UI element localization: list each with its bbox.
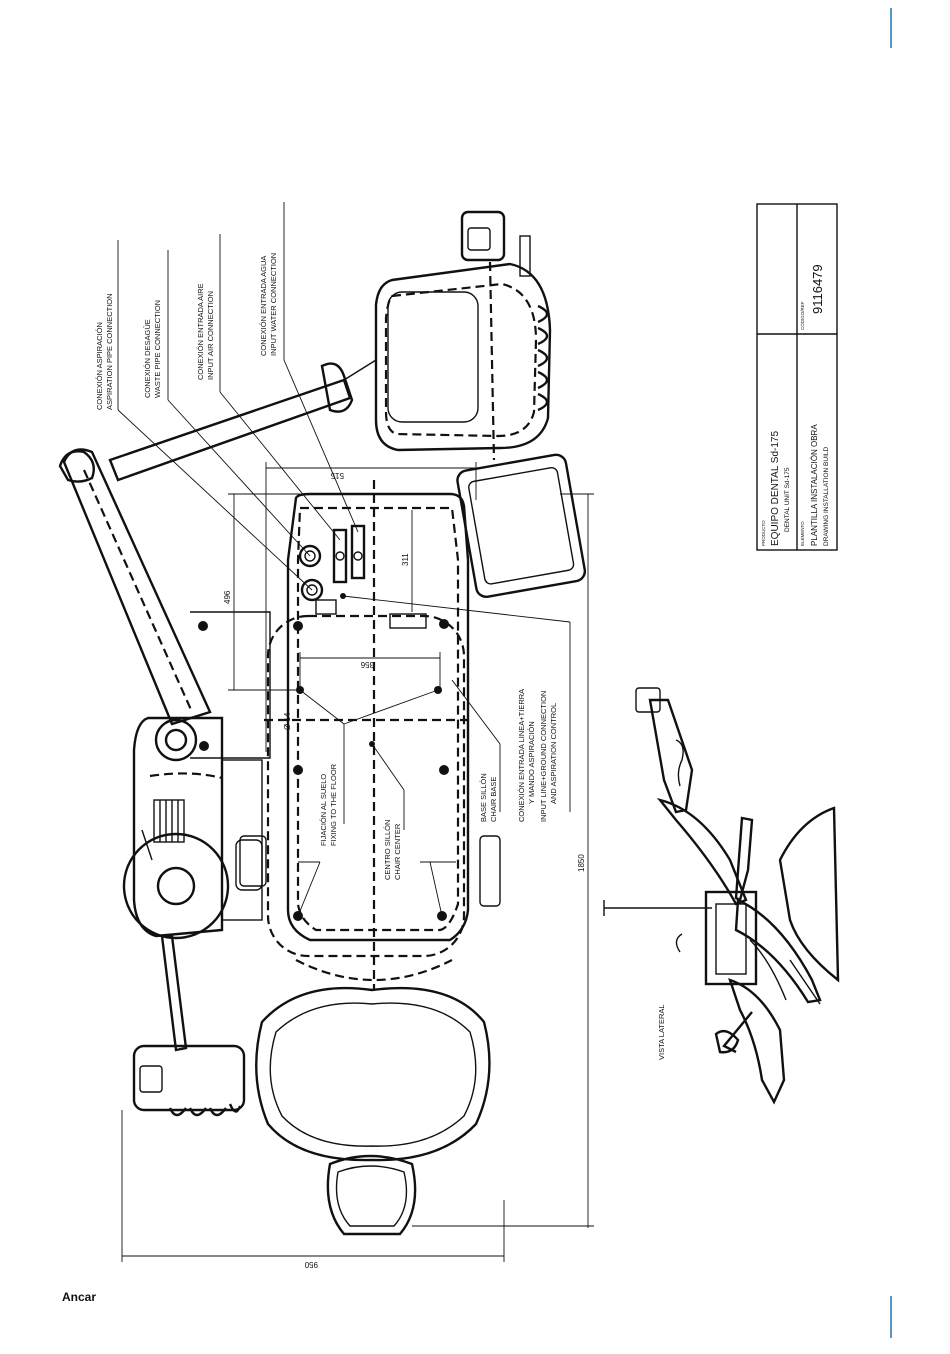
callout-center-es: CENTRO SILLÓN xyxy=(383,820,392,880)
aspiration-pipe-fitting xyxy=(300,578,324,602)
callout-ground-es-2: Y MANDO ASPIRACIÓN xyxy=(527,721,536,804)
chair-body xyxy=(190,492,501,958)
floor-fixings xyxy=(198,619,449,921)
dim-311: 311 xyxy=(401,553,410,566)
articulated-arm xyxy=(58,359,377,762)
side-view: VISTA LATERAL xyxy=(603,687,840,1105)
product-cell: PRODUCTO EQUIPO DENTAL Sd-175 DENTAL UNI… xyxy=(761,431,791,546)
callout-aspiration-es: CONEXIÓN ASPIRACIÓN xyxy=(95,322,104,410)
callout-water-es: CONEXIÓN ENTRADA AGUA xyxy=(259,256,268,356)
callout-floor-en: FIXING TO THE FLOOR xyxy=(329,763,338,846)
dim-515: 515 xyxy=(330,471,344,480)
dim-356: 356 xyxy=(360,660,374,669)
dim-14: Ø 14 xyxy=(283,712,292,730)
callout-floor-fixing: FIJACIÓN AL SUELO FIXING TO THE FLOOR xyxy=(319,763,338,846)
leader-lines xyxy=(117,202,571,917)
dimension-lines xyxy=(121,462,594,1262)
dim-496: 496 xyxy=(223,590,232,604)
code-caption: CÓDIGO/REF xyxy=(799,301,805,330)
callout-aspiration: CONEXIÓN ASPIRACIÓN ASPIRATION PIPE CONN… xyxy=(95,293,114,410)
callout-base-es: BASE SILLÓN xyxy=(479,773,488,822)
instrument-holders xyxy=(537,304,549,412)
callout-air-en: INPUT AIR CONNECTION xyxy=(206,291,215,380)
side-view-label: VISTA LATERAL xyxy=(657,1004,666,1060)
callout-aspiration-en: ASPIRATION PIPE CONNECTION xyxy=(105,293,114,410)
drawing-caption: ELEMENTO xyxy=(800,521,805,546)
callout-ground-en-1: INPUT LINE+GROUND CONNECTION xyxy=(539,691,548,822)
callout-ground-en-2: AND ASPIRATION CONTROL xyxy=(549,703,558,804)
drawing-title-en: DRAWING INSTALLATION BUILD xyxy=(823,446,830,546)
callout-air: CONEXIÓN ENTRADA AIRE INPUT AIR CONNECTI… xyxy=(196,283,215,380)
callout-waste-es: CONEXIÓN DESAGÜE xyxy=(143,319,152,398)
dim-950: 950 xyxy=(304,1260,318,1269)
assistant-arm xyxy=(132,934,246,1117)
callout-chair-base: BASE SILLÓN CHAIR BASE xyxy=(479,773,498,822)
drawing-title-es: PLANTILLA INSTALACIÓN OBRA xyxy=(810,424,819,546)
callout-line-ground: CONEXIÓN ENTRADA LINEA+TIERRA Y MANDO AS… xyxy=(517,689,558,822)
callout-chair-center: CENTRO SILLÓN CHAIR CENTER xyxy=(383,820,402,880)
service-connections xyxy=(298,524,366,602)
callout-ground-es-1: CONEXIÓN ENTRADA LINEA+TIERRA xyxy=(517,689,526,822)
code-cell: CÓDIGO/REF 9116479 xyxy=(799,264,825,330)
product-title-es: EQUIPO DENTAL Sd-175 xyxy=(770,431,781,546)
callout-waste-en: WASTE PIPE CONNECTION xyxy=(153,300,162,398)
plan-view: 515 496 311 356 Ø 14 1850 950 xyxy=(58,202,594,1269)
code-value: 9116479 xyxy=(810,264,825,314)
callout-air-es: CONEXIÓN ENTRADA AIRE xyxy=(196,283,205,380)
callout-waste: CONEXIÓN DESAGÜE WASTE PIPE CONNECTION xyxy=(143,300,162,398)
chair-seat xyxy=(255,959,491,1236)
ancar-logo: Ancar xyxy=(62,1290,97,1304)
spittoon-unit xyxy=(122,716,263,940)
product-caption: PRODUCTO xyxy=(761,520,766,546)
callout-base-en: CHAIR BASE xyxy=(489,777,498,822)
callout-water: CONEXIÓN ENTRADA AGUA INPUT WATER CONNEC… xyxy=(259,253,278,356)
waste-pipe-fitting xyxy=(298,544,322,568)
drawing-cell: ELEMENTO PLANTILLA INSTALACIÓN OBRA DRAW… xyxy=(800,424,830,546)
callout-floor-es: FIJACIÓN AL SUELO xyxy=(319,774,328,846)
callout-center-en: CHAIR CENTER xyxy=(393,823,402,880)
product-title-en: DENTAL UNIT Sd-175 xyxy=(784,467,791,532)
dim-1850: 1850 xyxy=(577,854,586,872)
callout-water-en: INPUT WATER CONNECTION xyxy=(269,253,278,356)
title-block: PRODUCTO EQUIPO DENTAL Sd-175 DENTAL UNI… xyxy=(756,203,838,551)
operating-light xyxy=(456,453,587,599)
delivery-unit xyxy=(374,210,552,461)
